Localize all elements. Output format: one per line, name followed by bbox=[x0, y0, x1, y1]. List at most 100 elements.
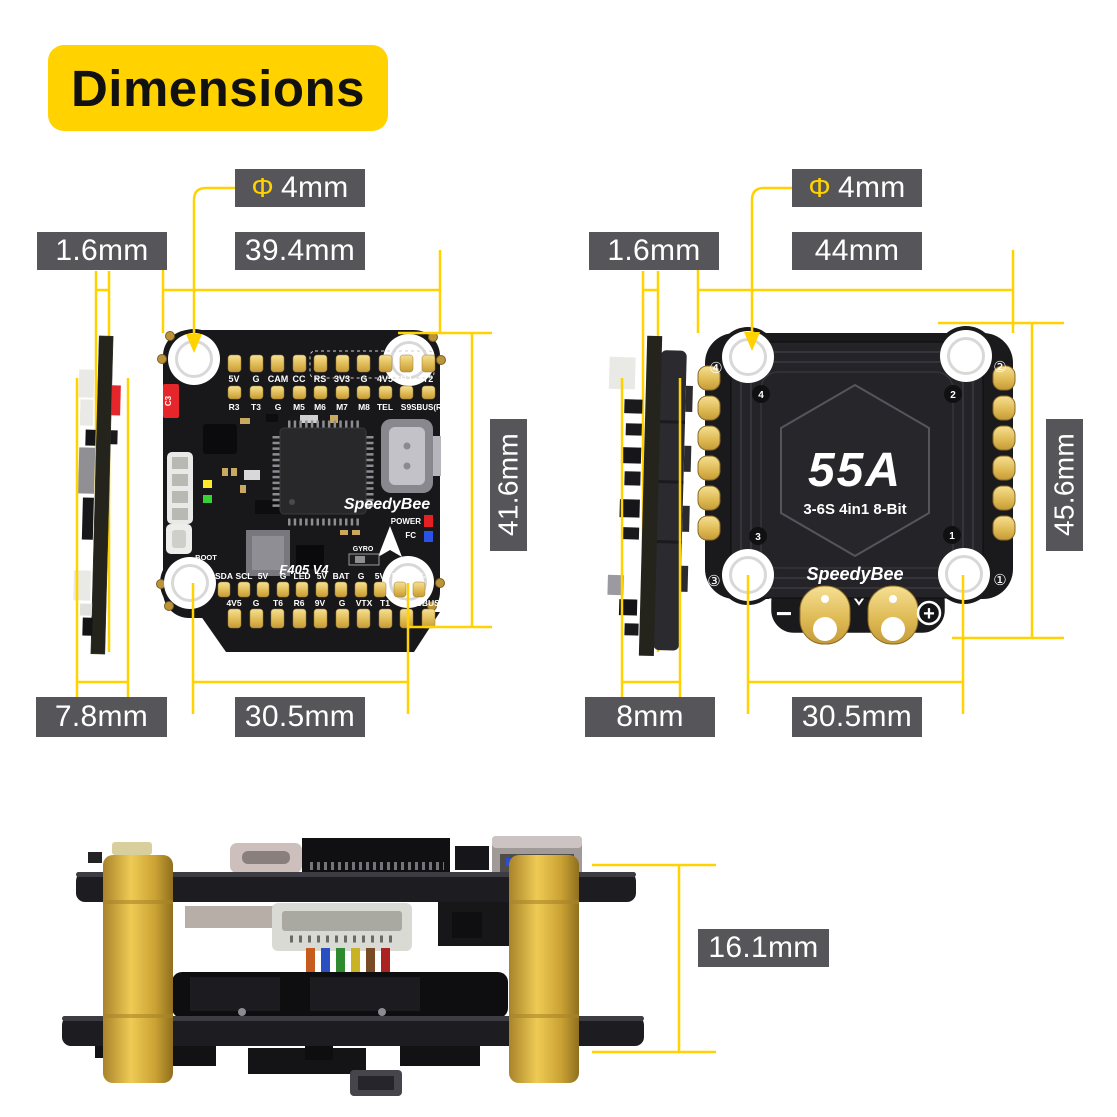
motor-number-3: 3 bbox=[755, 532, 761, 543]
fc-thickness-label: 1.6mm bbox=[37, 232, 167, 270]
svg-text:SBUS(R2): SBUS(R2) bbox=[411, 403, 449, 412]
svg-text:G: G bbox=[253, 598, 260, 608]
fc-sbus-note: (R2) bbox=[429, 633, 444, 642]
side-profile-dimension-lines bbox=[75, 378, 682, 714]
fc-side-profile-label: 7.8mm bbox=[36, 697, 167, 737]
svg-text:M7: M7 bbox=[336, 402, 348, 412]
svg-text:④: ④ bbox=[709, 360, 722, 377]
svg-text:R6: R6 bbox=[294, 598, 305, 608]
svg-text:T2: T2 bbox=[423, 374, 434, 384]
motor-number-2: 2 bbox=[950, 390, 956, 401]
boot-label: BOOT bbox=[195, 553, 217, 562]
esc-spec-text: 3-6S 4in1 8-Bit bbox=[803, 501, 906, 518]
stack-bottom-board bbox=[62, 1016, 644, 1046]
power-led bbox=[424, 515, 433, 527]
usb-c-connector bbox=[381, 419, 441, 493]
esc-motor-pads bbox=[697, 365, 1016, 541]
svg-text:R3: R3 bbox=[229, 402, 240, 412]
esc-side-view bbox=[607, 335, 693, 657]
svg-text:M5: M5 bbox=[293, 402, 305, 412]
yellow-led bbox=[203, 480, 212, 488]
page-title: Dimensions bbox=[48, 45, 388, 131]
svg-text:RS: RS bbox=[314, 374, 327, 384]
fc-bottom-pads-row1 bbox=[217, 581, 426, 598]
power-label: POWER bbox=[391, 517, 421, 526]
fc-side-connector bbox=[167, 452, 193, 524]
svg-text:G: G bbox=[280, 571, 287, 581]
svg-text:T1: T1 bbox=[380, 598, 390, 608]
fc-hole-spacing-label: 30.5mm bbox=[235, 697, 365, 737]
svg-text:①: ① bbox=[993, 572, 1006, 589]
fc-bottom-pads-row2 bbox=[227, 608, 436, 629]
svg-text:SDA: SDA bbox=[215, 571, 233, 581]
esc-battery-pads bbox=[799, 585, 919, 645]
fc-top-pads-row1 bbox=[227, 354, 436, 373]
esc-thickness-label: 1.6mm bbox=[589, 232, 719, 270]
fc-top-pads-row2 bbox=[227, 385, 436, 400]
esc-side-profile-label: 8mm bbox=[585, 697, 715, 737]
svg-text:TEL: TEL bbox=[377, 402, 393, 412]
svg-text:R1: R1 bbox=[401, 598, 412, 608]
esc-leader-arrow-icon bbox=[744, 332, 760, 351]
fc-led-label: FC bbox=[405, 531, 416, 540]
fc-hole-diameter-value: 4mm bbox=[281, 171, 349, 204]
svg-text:SCL: SCL bbox=[236, 571, 253, 581]
stack-height-label: 16.1mm bbox=[698, 929, 829, 967]
svg-text:M6: M6 bbox=[314, 402, 326, 412]
gyro-label: GYRO bbox=[353, 546, 374, 553]
svg-text:②: ② bbox=[993, 359, 1006, 376]
stack-bottom-connector bbox=[350, 1070, 402, 1096]
orientation-arrow-icon bbox=[378, 526, 402, 557]
svg-text:BAT: BAT bbox=[333, 571, 351, 581]
svg-text:4V5: 4V5 bbox=[377, 374, 393, 384]
svg-text:G: G bbox=[339, 598, 346, 608]
stack-top-board bbox=[76, 872, 636, 902]
svg-text:CAM: CAM bbox=[268, 374, 289, 384]
polarity-plus: + bbox=[923, 603, 935, 625]
esc-mounting-holes bbox=[722, 330, 992, 601]
esc-corner-marks: ④ ② ③ ① bbox=[707, 359, 1006, 590]
svg-text:5V: 5V bbox=[317, 571, 328, 581]
dimension-lines bbox=[161, 186, 1064, 1054]
svg-text:G: G bbox=[360, 374, 367, 384]
svg-text:3V3: 3V3 bbox=[334, 374, 350, 384]
stack-wires bbox=[306, 948, 390, 974]
svg-text:CC: CC bbox=[293, 374, 306, 384]
fc-side-view bbox=[73, 335, 121, 655]
fc-height-label: 41.6mm bbox=[490, 419, 527, 551]
svg-text:9V: 9V bbox=[315, 598, 326, 608]
fc-led bbox=[424, 531, 433, 542]
stack-usbc-connector bbox=[230, 843, 302, 873]
svg-text:G: G bbox=[252, 374, 259, 384]
svg-text:VTX: VTX bbox=[356, 598, 373, 608]
svg-text:T6: T6 bbox=[273, 598, 283, 608]
svg-text:SBUS: SBUS bbox=[416, 598, 440, 608]
svg-text:BZ+: BZ+ bbox=[392, 571, 408, 581]
svg-text:C3: C3 bbox=[164, 395, 173, 406]
fc-model-text: F405 V4 bbox=[279, 562, 329, 577]
esc-hole-spacing-label: 30.5mm bbox=[792, 697, 922, 737]
fc-brand-text: SpeedyBee bbox=[344, 496, 430, 513]
fc-hole-diameter-label: Φ 4mm bbox=[235, 169, 365, 207]
esc-height-label: 45.6mm bbox=[1046, 419, 1083, 551]
esc-width-label: 44mm bbox=[792, 232, 922, 270]
svg-text:LED: LED bbox=[294, 571, 311, 581]
esc-hole-diameter-label: Φ 4mm bbox=[792, 169, 922, 207]
svg-text:G: G bbox=[275, 402, 282, 412]
fc-pad-group-outline bbox=[309, 350, 435, 379]
fc-capacitor-c3: C3 bbox=[163, 384, 179, 418]
stack-side-view bbox=[62, 836, 644, 1096]
esc-hexagon bbox=[780, 383, 930, 558]
svg-text:M8: M8 bbox=[358, 402, 370, 412]
svg-text:BZ-: BZ- bbox=[412, 571, 426, 581]
esc-brand-text: SpeedyBee bbox=[806, 564, 903, 584]
diameter-symbol-icon: Φ bbox=[808, 172, 832, 203]
stack-jst-connector bbox=[272, 903, 412, 951]
esc-heatsink-shield: 4 2 3 1 55A 3-6S 4in1 8-Bit SpeedyBee bbox=[730, 341, 984, 599]
